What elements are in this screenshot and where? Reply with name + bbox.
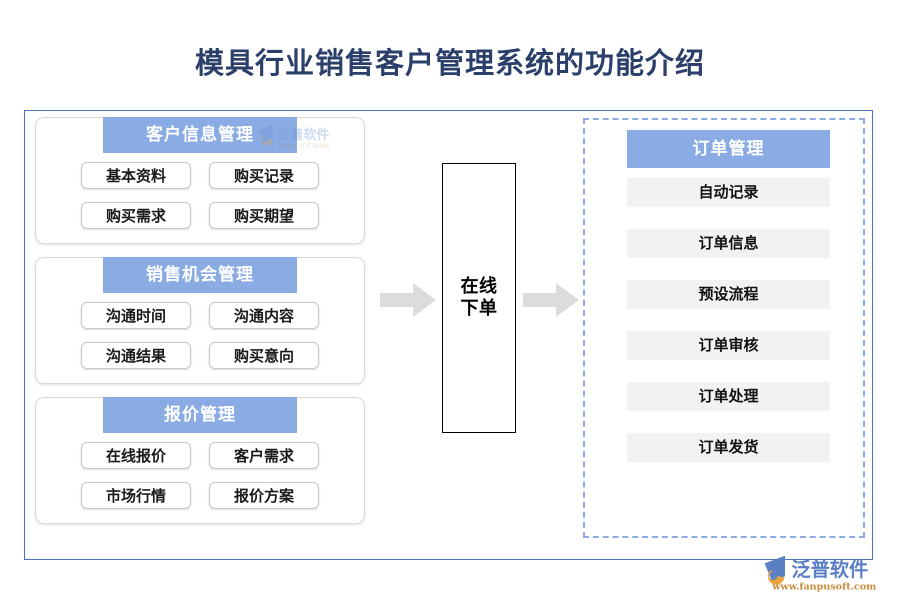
pill-item[interactable]: 在线报价 xyxy=(81,442,191,469)
right-panel-header: 订单管理 xyxy=(627,130,830,168)
center-online-order-label: 在线 下单 xyxy=(461,276,498,320)
card-header-sales-opportunity: 销售机会管理 xyxy=(103,257,297,293)
pill-item[interactable]: 购买记录 xyxy=(209,162,319,189)
center-online-order-box: 在线 下单 xyxy=(442,163,516,433)
pill-item[interactable]: 购买意向 xyxy=(209,342,319,369)
list-item[interactable]: 预设流程 xyxy=(627,280,830,309)
pill-grid-quotation: 在线报价 客户需求 市场行情 报价方案 xyxy=(36,434,364,509)
arrow-right-icon-left xyxy=(380,282,436,318)
pill-item[interactable]: 市场行情 xyxy=(81,482,191,509)
fanpu-brand-logo: 泛普软件 www.fanpusoft.com xyxy=(762,553,890,593)
pill-grid-customer-info: 基本资料 购买记录 购买需求 购买期望 xyxy=(36,154,364,229)
card-header-customer-info: 客户信息管理 xyxy=(103,117,297,153)
pill-item[interactable]: 购买期望 xyxy=(209,202,319,229)
right-panel-order-management: 订单管理 自动记录 订单信息 预设流程 订单审核 订单处理 订单发货 xyxy=(583,118,865,538)
card-header-quotation: 报价管理 xyxy=(103,397,297,433)
svg-text:www.fanpusoft.com: www.fanpusoft.com xyxy=(771,582,876,593)
left-column: 客户信息管理 泛普软件 FANPU SOFTWARE 基本资料 购买记录 购买需… xyxy=(35,117,365,524)
pill-item[interactable]: 沟通结果 xyxy=(81,342,191,369)
card-customer-info: 客户信息管理 泛普软件 FANPU SOFTWARE 基本资料 购买记录 购买需… xyxy=(35,117,365,244)
page-title: 模具行业销售客户管理系统的功能介绍 xyxy=(194,46,705,80)
svg-text:泛普软件: 泛普软件 xyxy=(791,558,868,581)
list-item[interactable]: 自动记录 xyxy=(627,178,830,207)
pill-item[interactable]: 购买需求 xyxy=(81,202,191,229)
card-sales-opportunity: 销售机会管理 沟通时间 沟通内容 沟通结果 购买意向 xyxy=(35,257,365,384)
right-panel-list: 自动记录 订单信息 预设流程 订单审核 订单处理 订单发货 xyxy=(627,178,830,484)
pill-grid-sales-opportunity: 沟通时间 沟通内容 沟通结果 购买意向 xyxy=(36,294,364,369)
pill-item[interactable]: 沟通时间 xyxy=(81,302,191,329)
list-item[interactable]: 订单发货 xyxy=(627,433,830,462)
pill-item[interactable]: 基本资料 xyxy=(81,162,191,189)
center-label-line1: 在线 xyxy=(460,276,498,298)
list-item[interactable]: 订单审核 xyxy=(627,331,830,360)
card-quotation: 报价管理 在线报价 客户需求 市场行情 报价方案 xyxy=(35,397,365,524)
pill-item[interactable]: 报价方案 xyxy=(209,482,319,509)
arrow-right-icon-right xyxy=(523,282,579,318)
list-item[interactable]: 订单处理 xyxy=(627,382,830,411)
pill-item[interactable]: 客户需求 xyxy=(209,442,319,469)
pill-item[interactable]: 沟通内容 xyxy=(209,302,319,329)
center-label-line2: 下单 xyxy=(460,298,498,319)
list-item[interactable]: 订单信息 xyxy=(627,229,830,258)
